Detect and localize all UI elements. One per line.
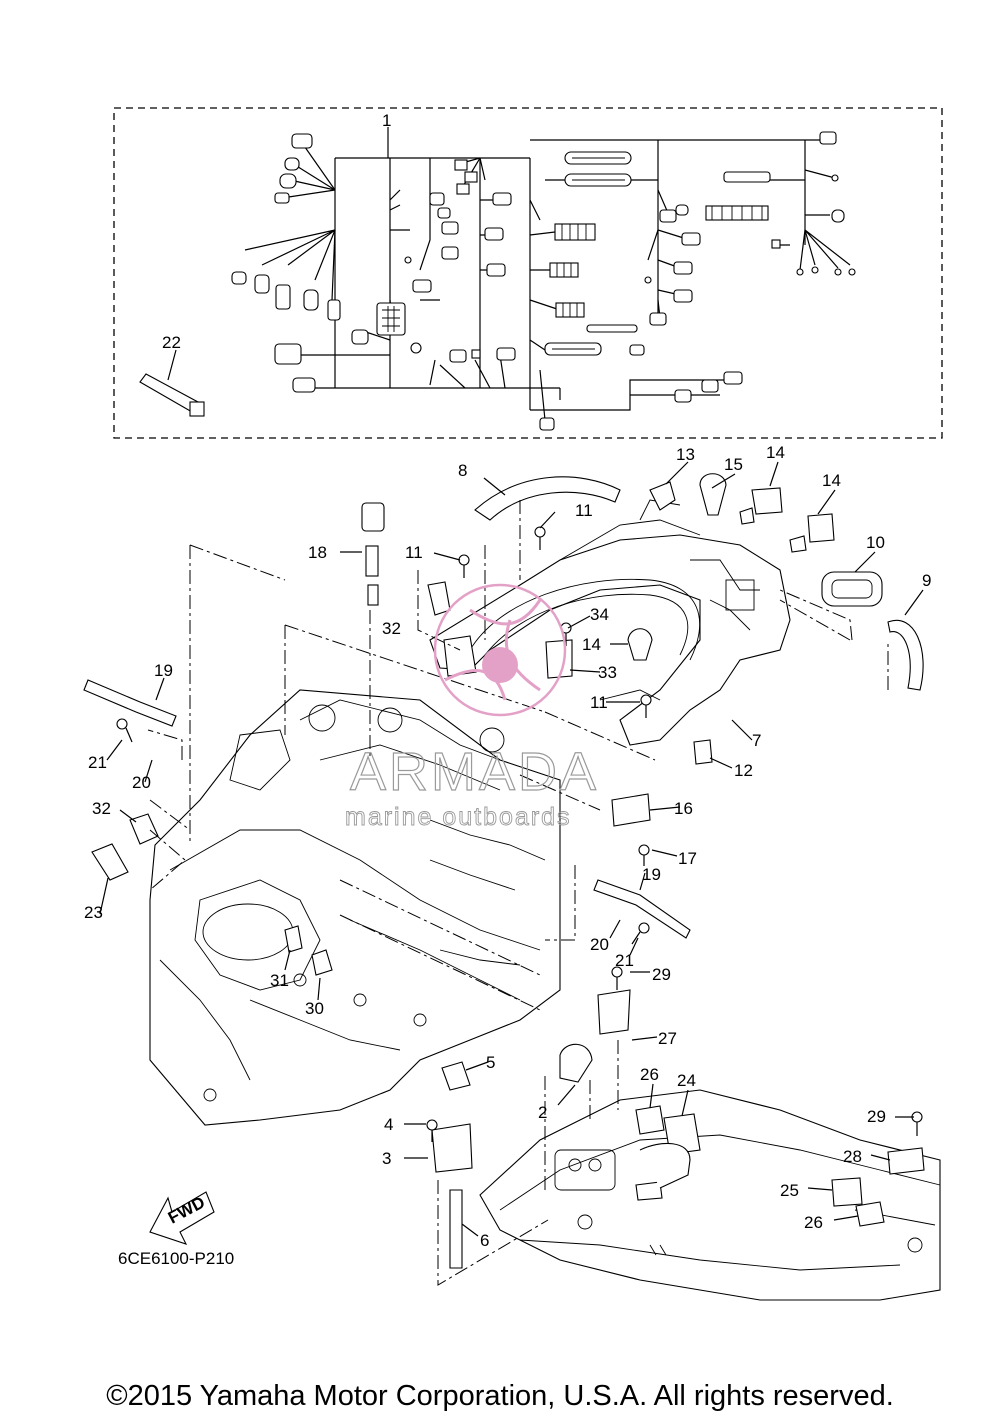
diagram-code: 6CE6100-P210 xyxy=(118,1249,234,1268)
callout: 29 xyxy=(867,1107,886,1126)
callout: 11 xyxy=(575,501,593,520)
watermark: ARMADA marine outboards xyxy=(345,583,599,831)
callout: 27 xyxy=(658,1029,677,1048)
callout: 9 xyxy=(922,571,931,590)
callout: 24 xyxy=(677,1071,696,1090)
wire-harness xyxy=(231,131,856,431)
harness-holder xyxy=(429,499,791,746)
engine-block xyxy=(149,689,561,1126)
callout: 30 xyxy=(305,999,324,1018)
callout: 10 xyxy=(866,533,885,552)
callout: 12 xyxy=(734,761,753,780)
cover-9 xyxy=(887,619,924,691)
callout: 7 xyxy=(752,731,761,750)
callout: 11 xyxy=(405,543,423,562)
harness-group-box xyxy=(113,107,943,439)
clips xyxy=(129,473,925,1269)
callout: 13 xyxy=(676,445,695,464)
callout: 1 xyxy=(382,111,391,130)
callout: 26 xyxy=(640,1065,659,1084)
callout: 19 xyxy=(154,661,173,680)
callout: 28 xyxy=(843,1147,862,1166)
callout: 14 xyxy=(822,471,841,490)
callout: 20 xyxy=(590,935,609,954)
callout: 23 xyxy=(84,903,103,922)
reference-lines xyxy=(147,500,889,1286)
callout: 22 xyxy=(162,333,181,352)
hose-8 xyxy=(474,476,621,521)
callout: 4 xyxy=(384,1115,393,1134)
callout: 3 xyxy=(382,1149,391,1168)
callout: 14 xyxy=(766,443,785,462)
callout: 32 xyxy=(382,619,401,638)
callout: 31 xyxy=(270,971,289,990)
fwd-arrow: FWD xyxy=(149,1191,215,1245)
callout: 5 xyxy=(486,1053,495,1072)
callout: 32 xyxy=(92,799,111,818)
fasteners-and-sensors xyxy=(83,502,923,1189)
callout: 25 xyxy=(780,1181,799,1200)
callout: 6 xyxy=(480,1231,489,1250)
copyright-notice: ©2015 Yamaha Motor Corporation, U.S.A. A… xyxy=(106,1380,894,1412)
callout: 29 xyxy=(652,965,671,984)
leader-lines xyxy=(99,127,924,1237)
callout: 17 xyxy=(678,849,697,868)
callouts: 1 2 3 4 5 6 7 8 9 10 11 11 11 11 12 13 1… xyxy=(84,111,931,1250)
callout: 2 xyxy=(538,1103,547,1122)
callout: 14 xyxy=(582,635,601,654)
cable-tie xyxy=(139,373,205,417)
watermark-brand: ARMADA xyxy=(350,742,599,802)
callout: 26 xyxy=(804,1213,823,1232)
callout: 19 xyxy=(642,865,661,884)
callout: 8 xyxy=(458,461,467,480)
grommet-10 xyxy=(821,571,883,607)
callout: 21 xyxy=(615,951,634,970)
callout: 20 xyxy=(132,773,151,792)
bottom-cowling xyxy=(479,1089,941,1301)
callout: 15 xyxy=(724,455,743,474)
callout: 16 xyxy=(674,799,693,818)
watermark-tagline: marine outboards xyxy=(345,803,572,831)
callout: 21 xyxy=(88,753,107,772)
callout: 11 xyxy=(590,693,608,712)
callout: 33 xyxy=(598,663,617,682)
callout: 18 xyxy=(308,543,327,562)
callout: 34 xyxy=(590,605,609,624)
